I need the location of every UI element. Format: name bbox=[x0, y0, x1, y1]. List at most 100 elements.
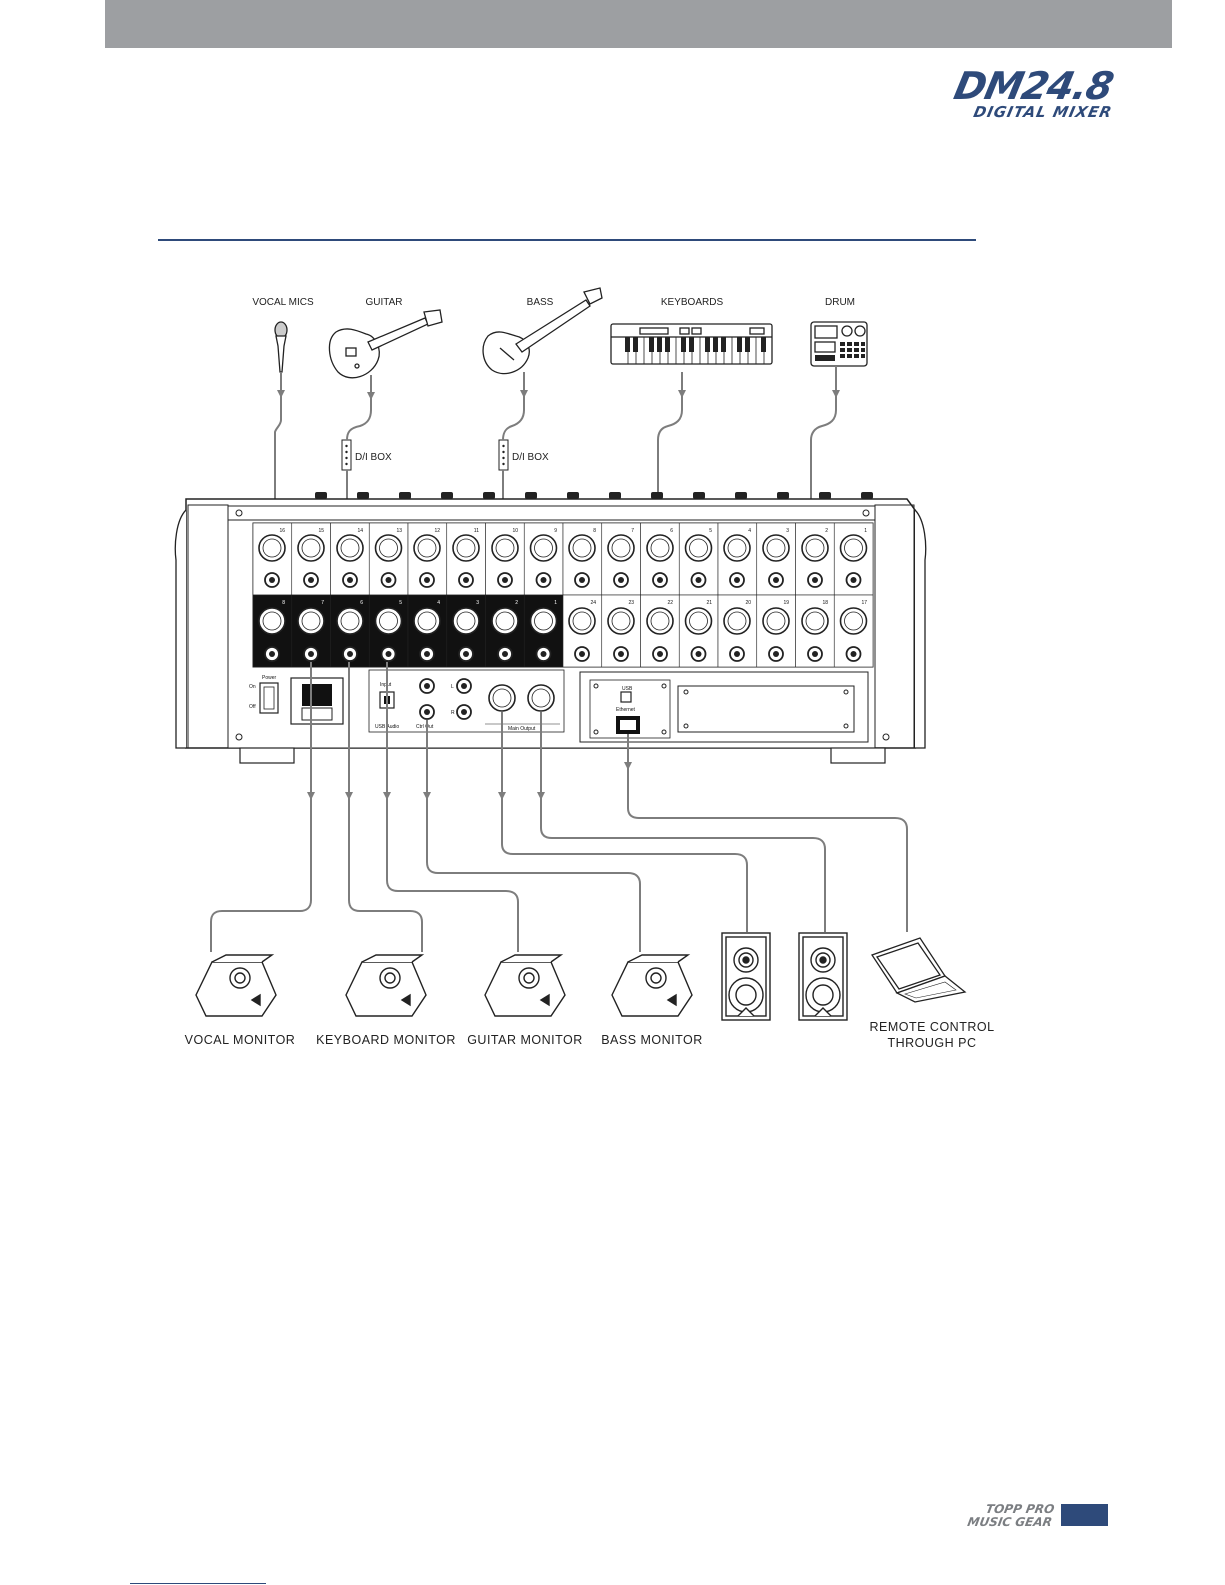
channel-strip: 3 bbox=[756, 522, 796, 596]
di-box-guitar: D/I BOX bbox=[341, 439, 392, 471]
channel-strip: 2 bbox=[795, 522, 835, 596]
cable-drum bbox=[809, 366, 837, 525]
section-rule bbox=[158, 239, 976, 241]
header-bar bbox=[105, 0, 1172, 48]
main-output-section: Main Output bbox=[485, 684, 560, 732]
channel-number: 20 bbox=[745, 600, 751, 606]
channel-number: 13 bbox=[396, 528, 402, 534]
dest-label-remote-control-line2: THROUGH PC bbox=[887, 1036, 976, 1050]
channel-number: 24 bbox=[590, 600, 596, 606]
channel-number: 10 bbox=[512, 528, 518, 534]
microphone-icon bbox=[274, 321, 288, 373]
cable-keyboards bbox=[656, 372, 683, 525]
channel-number: 7 bbox=[631, 528, 634, 534]
channel-strip: 1 bbox=[833, 522, 874, 596]
cable-guitar-monitor bbox=[386, 662, 519, 952]
aux-output-strip: 7 bbox=[291, 594, 331, 668]
keyboard-icon bbox=[610, 323, 773, 365]
channel-number: 23 bbox=[628, 600, 634, 606]
di-box-bass: D/I BOX bbox=[498, 439, 549, 471]
ctrl-out-label: Ctrl Out bbox=[416, 724, 434, 730]
channel-number: 2 bbox=[825, 528, 828, 534]
aux-output-number: 2 bbox=[515, 600, 518, 606]
aux-output-number: 8 bbox=[282, 600, 285, 606]
cable-vocal-monitor bbox=[210, 662, 312, 952]
cable-bass-monitor bbox=[426, 720, 641, 952]
channel-strip: 7 bbox=[601, 522, 641, 596]
aux-output-strip: 4 bbox=[407, 594, 448, 668]
channel-strip: 5 bbox=[678, 522, 719, 596]
source-label-keyboards: KEYBOARDS bbox=[661, 297, 724, 308]
channel-strip: 20 bbox=[717, 594, 758, 668]
channel-strip: 21 bbox=[678, 594, 719, 668]
channel-strip: 15 bbox=[291, 522, 331, 596]
channel-strip: 14 bbox=[330, 522, 370, 596]
aux-output-number: 5 bbox=[399, 600, 402, 606]
di-box-label: D/I BOX bbox=[512, 452, 549, 463]
channel-number: 4 bbox=[748, 528, 751, 534]
channel-number: 16 bbox=[279, 528, 285, 534]
source-label-vocal-mics: VOCAL MICS bbox=[252, 297, 314, 308]
blank-cover-plate bbox=[677, 685, 855, 733]
footer-brand-line2: MUSIC GEAR bbox=[966, 1515, 1054, 1529]
channel-strip: 13 bbox=[368, 522, 409, 596]
mixer-rear-panel: 16 15 14 13 12 11 10 9 8 7 6 5 4 3 2 1 8… bbox=[174, 492, 927, 764]
power-off-label: Off bbox=[249, 704, 256, 710]
aux-output-strip: 5 bbox=[368, 594, 409, 668]
power-switch[interactable] bbox=[259, 682, 279, 714]
channel-number: 22 bbox=[667, 600, 673, 606]
right-label: R bbox=[451, 710, 455, 716]
dest-label-keyboard-monitor: KEYBOARD MONITOR bbox=[316, 1033, 456, 1047]
channel-strip: 4 bbox=[717, 522, 758, 596]
channel-number: 14 bbox=[357, 528, 363, 534]
input-cables bbox=[275, 366, 840, 520]
power-section: Power On Off bbox=[249, 675, 344, 725]
cable-remote-pc bbox=[627, 734, 908, 932]
usb-port bbox=[620, 691, 632, 703]
aux-output-number: 3 bbox=[476, 600, 479, 606]
footer-link-underline bbox=[130, 1583, 266, 1584]
channel-number: 15 bbox=[318, 528, 324, 534]
channel-number: 8 bbox=[593, 528, 596, 534]
channel-strip: 11 bbox=[446, 522, 486, 596]
channel-number: 9 bbox=[554, 528, 557, 534]
keyboard-monitor-icon bbox=[345, 954, 427, 1017]
output-cables bbox=[210, 662, 908, 952]
ctrl-out-section: Ctrl Out L R bbox=[416, 678, 472, 730]
ethernet-label: Ethernet bbox=[616, 707, 636, 713]
channel-number: 21 bbox=[706, 600, 712, 606]
channel-strip: 17 bbox=[833, 594, 874, 668]
channel-strip: 10 bbox=[485, 522, 525, 596]
bass-monitor-icon bbox=[611, 954, 693, 1017]
channel-strip: 18 bbox=[795, 594, 835, 668]
channel-strip: 24 bbox=[562, 594, 603, 668]
source-label-bass: BASS bbox=[527, 297, 554, 308]
source-label-guitar: GUITAR bbox=[365, 297, 402, 308]
aux-output-number: 4 bbox=[437, 600, 440, 606]
cable-left-speaker bbox=[501, 712, 748, 932]
source-label-drum: DRUM bbox=[825, 297, 855, 308]
channel-strip: 9 bbox=[523, 522, 564, 596]
aux-output-number: 6 bbox=[360, 600, 363, 606]
aux-output-number: 1 bbox=[554, 600, 557, 606]
usb-label: USB bbox=[622, 686, 633, 692]
page-number-tab bbox=[1061, 1504, 1108, 1526]
channel-strip: 16 bbox=[252, 522, 293, 596]
right-speaker-icon bbox=[798, 932, 848, 1021]
bass-guitar-icon bbox=[482, 287, 603, 375]
aux-output-strip: 8 bbox=[252, 594, 293, 668]
drum-machine-icon bbox=[810, 321, 868, 367]
di-box-label: D/I BOX bbox=[355, 452, 392, 463]
aux-output-strip: 1 bbox=[523, 594, 564, 668]
channel-number: 1 bbox=[864, 528, 867, 534]
channel-strip: 12 bbox=[407, 522, 448, 596]
channel-number: 12 bbox=[434, 528, 440, 534]
main-output-label: Main Output bbox=[508, 726, 536, 732]
channel-number: 17 bbox=[861, 600, 867, 606]
input-label: Input bbox=[380, 682, 392, 688]
channel-strip: 22 bbox=[640, 594, 680, 668]
channel-strip: 8 bbox=[562, 522, 603, 596]
cable-right-speaker bbox=[540, 712, 826, 932]
channel-strip: 19 bbox=[756, 594, 796, 668]
vocal-monitor-icon bbox=[195, 954, 277, 1017]
